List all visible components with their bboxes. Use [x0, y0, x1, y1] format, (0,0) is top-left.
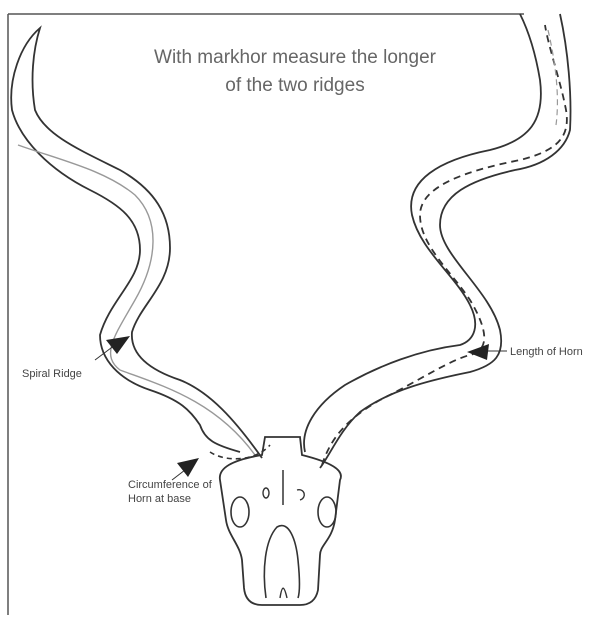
right-eye-socket [318, 497, 336, 527]
title-line-2: of the two ridges [95, 72, 495, 100]
right-tip-ridge [548, 30, 557, 125]
left-eye-socket [231, 497, 249, 527]
left-skull-mark [263, 488, 269, 498]
snout-tip [280, 588, 287, 598]
left-spiral-ridge [18, 145, 255, 455]
right-skull-mark [297, 490, 304, 500]
title-line-1: With markhor measure the longer [95, 44, 495, 72]
snout-opening [264, 526, 299, 598]
circumference-arrow [172, 458, 199, 480]
circumference-label: Circumference of Horn at base [128, 478, 212, 506]
spiral-ridge-label: Spiral Ridge [22, 367, 82, 381]
diagram-title: With markhor measure the longer of the t… [95, 44, 495, 100]
length-of-horn-label: Length of Horn [510, 345, 583, 359]
circumference-label-line-2: Horn at base [128, 492, 212, 506]
circumference-label-line-1: Circumference of [128, 478, 212, 492]
skull-outline [220, 437, 341, 605]
